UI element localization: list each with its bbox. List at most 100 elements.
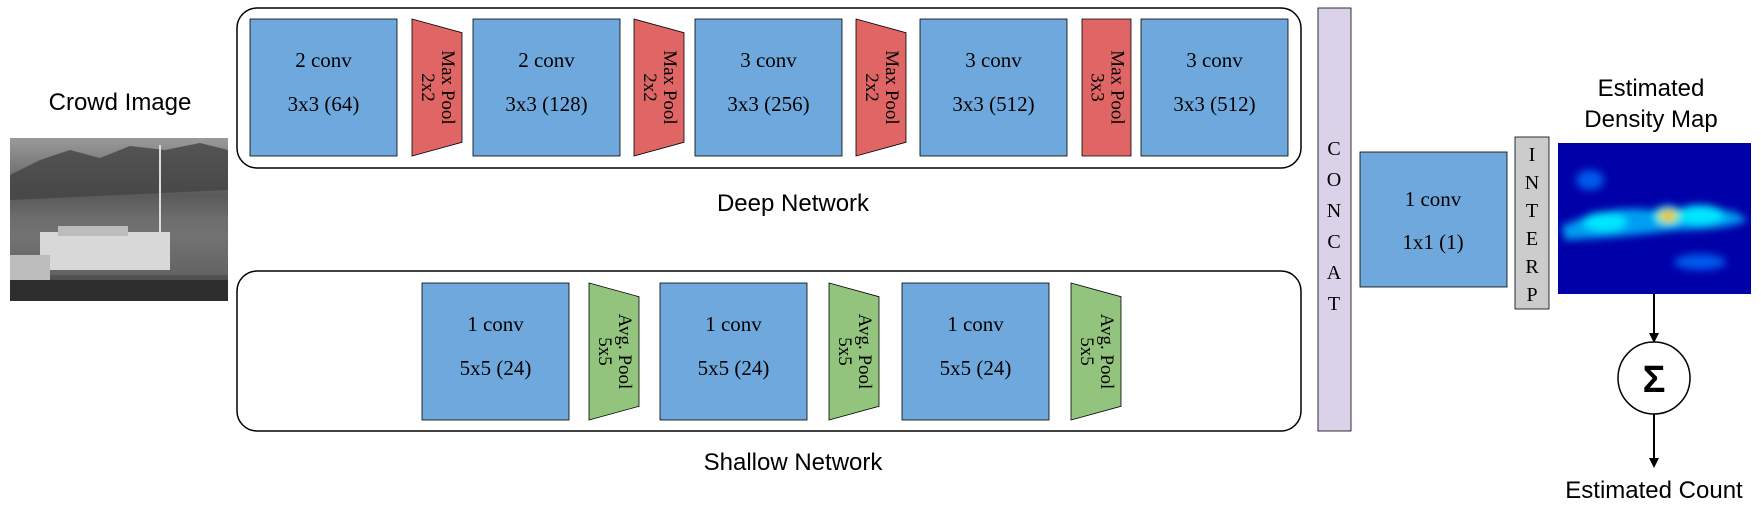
vertical-letter: C bbox=[1327, 231, 1340, 253]
vertical-letter: T bbox=[1328, 293, 1340, 315]
conv-block-box bbox=[1140, 18, 1289, 157]
conv-block: 3 conv 3x3 (512) bbox=[1140, 18, 1289, 157]
pool-shape bbox=[1081, 18, 1132, 157]
pool-size: 2x2 bbox=[639, 73, 660, 102]
pool-layer: Avg. Pool5x5 bbox=[1070, 282, 1122, 421]
conv-block-box bbox=[472, 18, 621, 157]
pool-size: 5x5 bbox=[834, 337, 855, 366]
shallow-network-layers: 1 conv 5x5 (24) 1 conv 5x5 (24) 1 conv 5x5 (2… bbox=[421, 282, 1122, 421]
vertical-letter: R bbox=[1525, 256, 1539, 278]
density-map-label-line2: Density Map bbox=[1584, 106, 1717, 133]
shallow-network-label: Shallow Network bbox=[704, 449, 884, 476]
pool-size: 5x5 bbox=[1076, 337, 1097, 366]
conv-block-spec: 5x5 (24) bbox=[460, 356, 532, 380]
conv-block-name: 3 conv bbox=[1186, 48, 1243, 72]
pool-layer: Max Pool2x2 bbox=[411, 18, 463, 157]
pool-shape bbox=[855, 18, 907, 157]
vertical-letter: O bbox=[1327, 169, 1341, 191]
conv-block-name: 1 conv bbox=[467, 312, 524, 336]
pool-layer: Avg. Pool5x5 bbox=[828, 282, 880, 421]
conv-block-box bbox=[659, 282, 808, 421]
vertical-letter: E bbox=[1526, 228, 1538, 250]
sum-symbol: Σ bbox=[1643, 359, 1666, 401]
vertical-letter: P bbox=[1526, 284, 1537, 306]
deep-network-panel bbox=[236, 7, 1302, 169]
pool-size: 2x2 bbox=[861, 73, 882, 102]
pool-label: Avg. Pool5x5 bbox=[834, 314, 875, 390]
conv-block-name: 3 conv bbox=[965, 48, 1022, 72]
conv-block-name: 2 conv bbox=[295, 48, 352, 72]
interp-layer bbox=[1514, 136, 1550, 310]
input-label: Crowd Image bbox=[49, 89, 192, 116]
pool-size: 5x5 bbox=[594, 337, 615, 366]
conv-block: 3 conv 3x3 (512) bbox=[919, 18, 1068, 157]
pool-label: Avg. Pool5x5 bbox=[1076, 314, 1117, 390]
final-conv-block bbox=[1359, 151, 1508, 288]
pool-shape bbox=[633, 18, 685, 157]
conv-block-name: 2 conv bbox=[518, 48, 575, 72]
conv-block-box bbox=[901, 282, 1050, 421]
pool-layer: Max Pool2x2 bbox=[855, 18, 907, 157]
pool-layer: Max Pool2x2 bbox=[633, 18, 685, 157]
pool-label: Max Pool2x2 bbox=[417, 50, 458, 124]
conv-block-spec: 5x5 (24) bbox=[940, 356, 1012, 380]
density-map-label-line1: Estimated bbox=[1598, 75, 1705, 102]
vertical-letter: A bbox=[1327, 262, 1342, 284]
pool-label: Max Pool3x3 bbox=[1087, 50, 1128, 124]
pool-name: Avg. Pool bbox=[614, 314, 635, 390]
vertical-letter: I bbox=[1529, 144, 1536, 166]
shallow-network-panel bbox=[236, 270, 1302, 432]
pool-size: 3x3 bbox=[1087, 73, 1108, 102]
conv-block-box bbox=[694, 18, 843, 157]
conv-block-spec: 3x3 (512) bbox=[952, 92, 1034, 116]
pool-name: Avg. Pool bbox=[854, 314, 875, 390]
conv-block-box bbox=[249, 18, 398, 157]
pool-label: Max Pool2x2 bbox=[639, 50, 680, 124]
pool-name: Max Pool bbox=[1107, 50, 1128, 124]
pool-name: Max Pool bbox=[659, 50, 680, 124]
conv-block-spec: 3x3 (128) bbox=[505, 92, 587, 116]
conv-block-name: 1 conv bbox=[947, 312, 1004, 336]
pool-shape bbox=[411, 18, 463, 157]
deep-network-layers: 2 conv 3x3 (64) 2 conv 3x3 (128) 3 conv 3x3 (… bbox=[249, 18, 1289, 157]
vertical-letter: T bbox=[1526, 200, 1538, 222]
vertical-letter: C bbox=[1327, 138, 1340, 160]
pool-shape bbox=[828, 282, 880, 421]
deep-network-label: Deep Network bbox=[717, 190, 870, 217]
pool-size: 2x2 bbox=[417, 73, 438, 102]
conv-block-spec: 3x3 (512) bbox=[1173, 92, 1255, 116]
conv-block: 1 conv 5x5 (24) bbox=[659, 282, 808, 421]
concat-layer bbox=[1317, 7, 1352, 432]
pool-name: Max Pool bbox=[881, 50, 902, 124]
conv-block-name: 3 conv bbox=[740, 48, 797, 72]
conv-block-spec: 5x5 (24) bbox=[698, 356, 770, 380]
conv-block: 1 conv 5x5 (24) bbox=[421, 282, 570, 421]
pool-layer: Max Pool3x3 bbox=[1081, 18, 1132, 157]
conv-block: 1 conv 5x5 (24) bbox=[901, 282, 1050, 421]
pool-name: Max Pool bbox=[437, 50, 458, 124]
vertical-letter: N bbox=[1327, 200, 1341, 222]
pool-name: Avg. Pool bbox=[1096, 314, 1117, 390]
conv-block: 2 conv 3x3 (64) bbox=[249, 18, 398, 157]
final-conv-name: 1 conv bbox=[1405, 187, 1462, 211]
pool-layer: Avg. Pool5x5 bbox=[588, 282, 640, 421]
final-conv-spec: 1x1 (1) bbox=[1402, 230, 1463, 254]
pool-shape bbox=[1070, 282, 1122, 421]
conv-block-box bbox=[919, 18, 1068, 157]
pool-shape bbox=[588, 282, 640, 421]
conv-block: 2 conv 3x3 (128) bbox=[472, 18, 621, 157]
vertical-letter: N bbox=[1525, 172, 1539, 194]
pool-label: Avg. Pool5x5 bbox=[594, 314, 635, 390]
conv-block-name: 1 conv bbox=[705, 312, 762, 336]
density-map-image bbox=[1558, 143, 1751, 294]
pool-label: Max Pool2x2 bbox=[861, 50, 902, 124]
conv-block-spec: 3x3 (256) bbox=[727, 92, 809, 116]
conv-block: 3 conv 3x3 (256) bbox=[694, 18, 843, 157]
output-label: Estimated Count bbox=[1565, 477, 1743, 504]
conv-block-spec: 3x3 (64) bbox=[288, 92, 360, 116]
conv-block-box bbox=[421, 282, 570, 421]
crowd-image bbox=[10, 138, 228, 301]
